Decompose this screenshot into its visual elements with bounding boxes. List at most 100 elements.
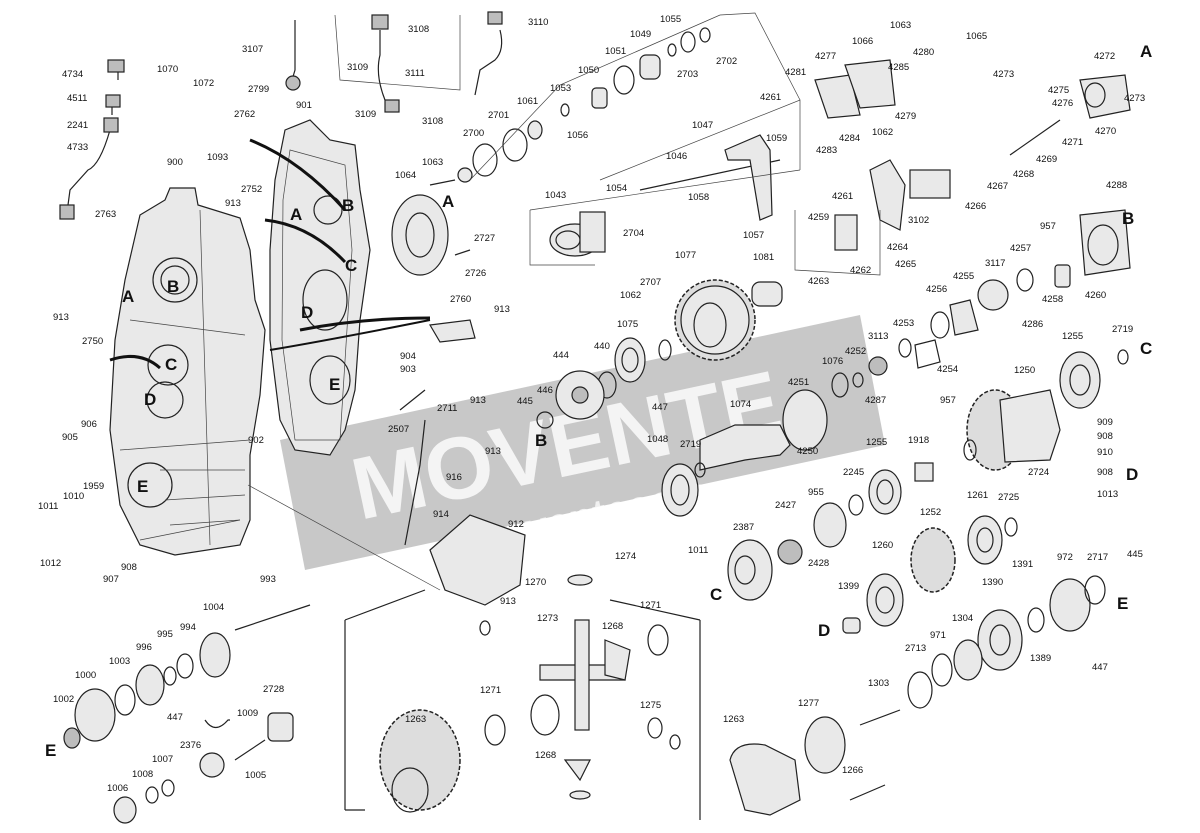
part-label: 913 — [470, 395, 486, 406]
front-housing-901 — [269, 119, 371, 456]
part-label: 4259 — [808, 212, 829, 223]
part-label: 2507 — [388, 424, 409, 435]
part-label: 4287 — [865, 395, 886, 406]
part-label: 1070 — [157, 64, 178, 75]
part-label: 1064 — [395, 170, 416, 181]
part-label: 2703 — [677, 69, 698, 80]
part-label: 447 — [652, 402, 668, 413]
ref-letter: C — [1140, 339, 1152, 358]
part-label: 913 — [53, 312, 69, 323]
ref-letter: E — [329, 375, 340, 394]
ref-letter: A — [442, 192, 454, 211]
frame-lines — [334, 12, 881, 276]
part-label: 1058 — [688, 192, 709, 203]
part-label: 1002 — [53, 694, 74, 705]
main-gear-1250 — [963, 349, 1129, 471]
part-label: 1918 — [908, 435, 929, 446]
part-label: 4257 — [1010, 243, 1031, 254]
ref-letter: C — [345, 256, 357, 275]
part-label: 904 — [400, 351, 416, 362]
part-label: 4271 — [1062, 137, 1083, 148]
part-label: 2700 — [463, 128, 484, 139]
part-label: 2427 — [775, 500, 796, 511]
part-label: 994 — [180, 622, 196, 633]
part-label: 909 — [1097, 417, 1113, 428]
part-label: 447 — [1092, 662, 1108, 673]
part-label: 912 — [508, 519, 524, 530]
part-label: 910 — [1097, 447, 1113, 458]
ref-letter: C — [165, 355, 177, 374]
ref-letter: D — [818, 621, 830, 640]
part-label: 1010 — [63, 491, 84, 502]
part-label: 2245 — [843, 467, 864, 478]
part-label: 2428 — [808, 558, 829, 569]
part-label: 1255 — [1062, 331, 1083, 342]
part-label: 913 — [500, 596, 516, 607]
part-label: 1093 — [207, 152, 228, 163]
part-label: 4261 — [832, 191, 853, 202]
part-label: 1304 — [952, 613, 973, 624]
part-label: 1263 — [405, 714, 426, 725]
part-label: 4262 — [850, 265, 871, 276]
part-label: 1047 — [692, 120, 713, 131]
part-label: 4268 — [1013, 169, 1034, 180]
flange-stack-lower — [729, 575, 1106, 816]
part-labels: 3107 2799 3108 3109 3111 3109 3108 3110 … — [38, 14, 1145, 794]
part-label: 2728 — [263, 684, 284, 695]
bearing-stack-right — [727, 462, 1018, 634]
part-label: 4283 — [816, 145, 837, 156]
part-label: 913 — [494, 304, 510, 315]
part-label: 902 — [248, 435, 264, 446]
part-label: 1043 — [545, 190, 566, 201]
ref-letter: B — [1122, 209, 1134, 228]
part-label: 914 — [433, 509, 449, 520]
part-label: 2752 — [241, 184, 262, 195]
part-label: 4264 — [887, 242, 908, 253]
ref-letter: D — [301, 303, 313, 322]
ref-letter: E — [45, 741, 56, 760]
part-label: 4267 — [987, 181, 1008, 192]
part-label: 1271 — [640, 600, 661, 611]
part-label: 1053 — [550, 83, 571, 94]
part-label: 2702 — [716, 56, 737, 67]
part-label: 4269 — [1036, 154, 1057, 165]
part-label: 4273 — [993, 69, 1014, 80]
part-label: 4254 — [937, 364, 958, 375]
part-label: 440 — [594, 341, 610, 352]
part-label: 1048 — [647, 434, 668, 445]
part-label: 903 — [400, 364, 416, 375]
output-shaft-1074 — [661, 339, 941, 517]
part-label: 1273 — [537, 613, 558, 624]
part-label: 1059 — [766, 133, 787, 144]
part-label: 3113 — [868, 331, 888, 342]
part-label: 908 — [1097, 467, 1113, 478]
part-label: 2726 — [465, 268, 486, 279]
part-label: 1062 — [872, 127, 893, 138]
part-label: 4256 — [926, 284, 947, 295]
part-label: 4250 — [797, 446, 818, 457]
part-label: 4263 — [808, 276, 829, 287]
part-label: 4273 — [1124, 93, 1145, 104]
reference-lines — [109, 138, 441, 591]
part-label: 4276 — [1052, 98, 1073, 109]
differential-assembly — [344, 574, 701, 820]
part-label: 4288 — [1106, 180, 1127, 191]
part-label: 1077 — [675, 250, 696, 261]
part-label: 1054 — [606, 183, 627, 194]
part-label: 1263 — [723, 714, 744, 725]
part-label: 3110 — [528, 17, 548, 28]
reference-letters: A A A A B B B B C C C C D D D D E E E E — [45, 42, 1152, 760]
part-label: 1050 — [578, 65, 599, 76]
part-label: 1063 — [422, 157, 443, 168]
part-label: 1012 — [40, 558, 61, 569]
part-label: 1390 — [982, 577, 1003, 588]
part-label: 1066 — [852, 36, 873, 47]
part-label: 901 — [296, 100, 312, 111]
part-label: 1255 — [866, 437, 887, 448]
part-label: 446 — [537, 385, 553, 396]
ref-letter: E — [1117, 594, 1128, 613]
part-label: 3108 — [408, 24, 429, 35]
part-label: 2799 — [248, 84, 269, 95]
part-label: 1072 — [193, 78, 214, 89]
part-label: 3109 — [355, 109, 376, 120]
